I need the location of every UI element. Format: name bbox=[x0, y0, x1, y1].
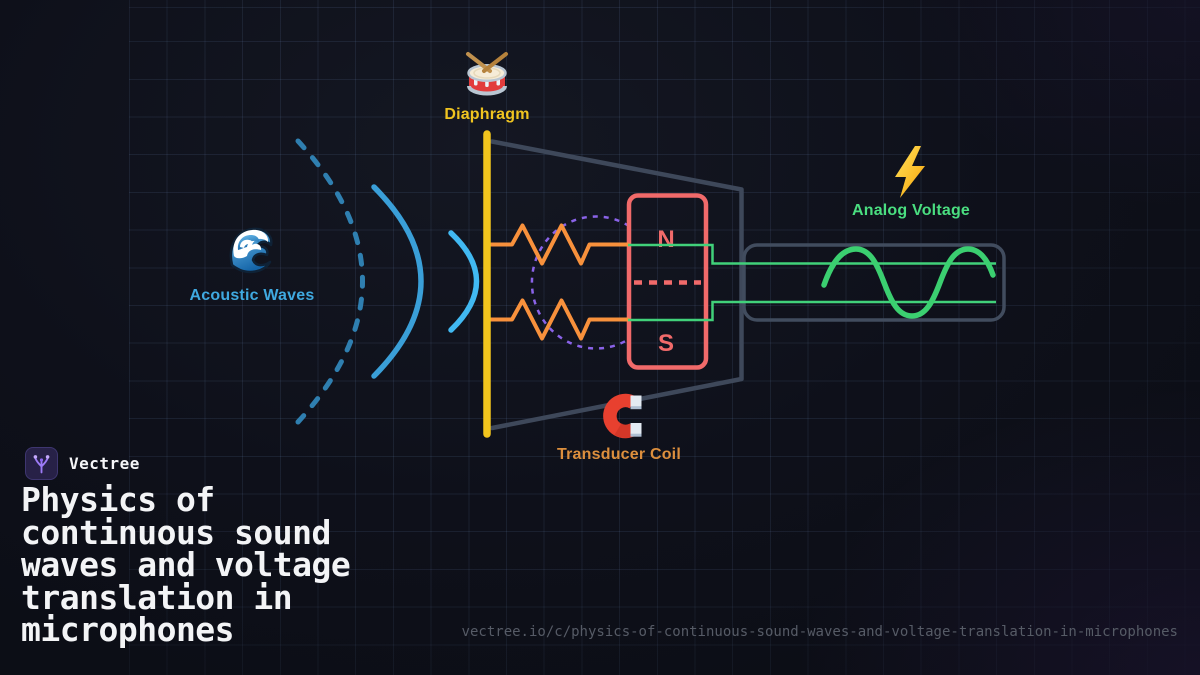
brand: Vectree bbox=[25, 447, 140, 480]
footer-url: vectree.io/c/physics-of-continuous-sound… bbox=[461, 624, 1178, 640]
diaphragm-label: Diaphragm bbox=[444, 106, 530, 123]
coil-springs bbox=[489, 223, 630, 341]
coil-field-ellipse bbox=[530, 215, 630, 350]
horseshoe-magnet-icon bbox=[603, 393, 642, 439]
magnet-north-label: N bbox=[657, 226, 674, 253]
transducer-coil-label: Transducer Coil bbox=[557, 446, 681, 463]
wire-top bbox=[628, 243, 996, 265]
analog-sine-wave bbox=[821, 246, 996, 319]
sound-arc-near bbox=[448, 230, 480, 333]
sound-arc-mid bbox=[371, 184, 424, 379]
spring-bottom bbox=[489, 298, 630, 341]
circuit-wires bbox=[628, 243, 996, 322]
wire-bottom bbox=[628, 300, 996, 322]
spring-top bbox=[489, 223, 630, 266]
magnet-outline bbox=[626, 193, 709, 370]
background-grid bbox=[129, 0, 1200, 675]
vectree-logo-icon bbox=[25, 447, 58, 480]
page-title: Physics of continuous sound waves and vo… bbox=[21, 480, 351, 649]
analog-voltage-label: Analog Voltage bbox=[851, 202, 971, 219]
ocean-wave-icon bbox=[229, 227, 273, 274]
lightning-bolt-icon bbox=[895, 146, 925, 198]
drum-icon bbox=[466, 52, 508, 96]
acoustic-waves-label: Acoustic Waves bbox=[189, 287, 315, 304]
sound-arc-far bbox=[295, 138, 365, 425]
magnet-block: N S bbox=[626, 193, 709, 370]
brand-name: Vectree bbox=[69, 454, 140, 473]
sound-wave-arcs bbox=[295, 138, 480, 425]
signal-box bbox=[742, 243, 1006, 322]
magnet-south-label: S bbox=[658, 330, 674, 357]
